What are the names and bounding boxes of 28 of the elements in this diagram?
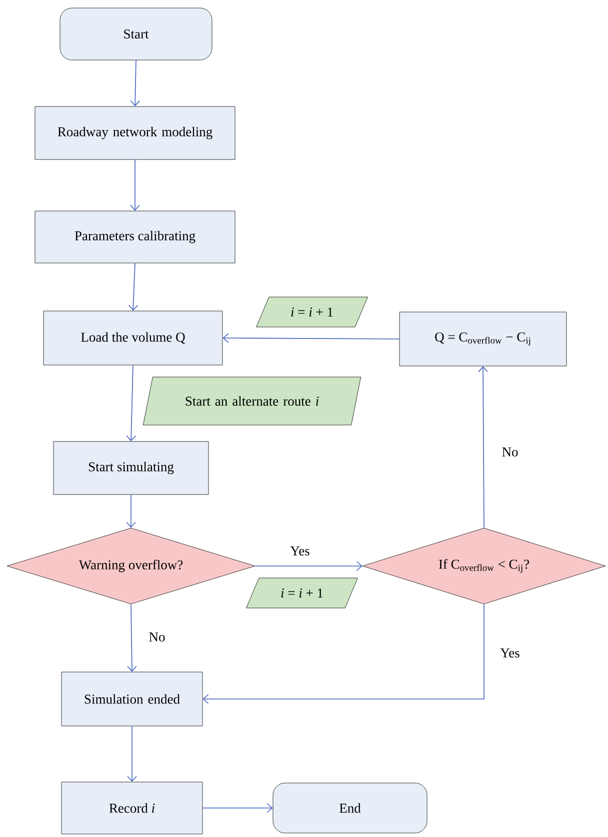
arrow [130,60,140,106]
terminal-box: End [272,782,428,834]
edge-label: Yes [289,546,311,556]
arrow [127,604,137,672]
arrow [127,726,137,782]
arrow [254,561,362,571]
process-box: Parameters calibrating [34,210,236,264]
arrow [222,333,400,343]
data-parallelogram: i = i + 1 [246,578,358,608]
arrow [202,803,273,813]
arrow [478,366,488,528]
arrow [130,159,140,211]
edge-label: Yes [499,648,521,658]
process-box: Simulation ended [61,672,203,726]
edge-label: No [148,632,166,642]
process-box: Roadway network modeling [34,106,236,160]
data-parallelogram: i = i + 1 [256,296,368,328]
arrow [128,262,138,311]
arrow [126,364,136,442]
arrow [126,494,136,528]
terminal-box: Start [60,8,212,60]
arrow [202,604,484,704]
process-box: Record i [61,782,203,834]
process-box: Load the volume Q [43,310,223,366]
edge-label: No [500,446,520,458]
process-box: Q = C$_{overflow}$ − C$_{ij}$ [399,312,567,366]
data-parallelogram: Start an alternate route i [142,376,362,426]
process-box: Start simulating [53,441,209,495]
